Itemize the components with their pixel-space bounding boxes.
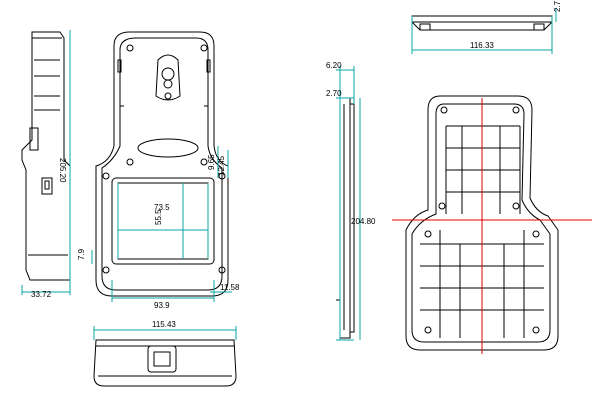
section-second-offset-label: 2.70 <box>326 89 342 98</box>
upper-gap-label: 9.65 <box>207 154 216 170</box>
top-thickness-label: 2.7 <box>553 0 562 12</box>
top-width-label: 116.33 <box>470 41 494 50</box>
upper-gap-2-label: 12.45 <box>217 155 226 176</box>
section-top-offset-label: 6.20 <box>326 61 342 70</box>
bottom-margin-label: 11.58 <box>220 283 240 292</box>
side-view-dimensions <box>21 30 71 295</box>
top-view-dimensions <box>411 8 557 54</box>
rear-view-centerlines <box>392 98 592 354</box>
side-height-label: 205.20 <box>58 158 67 183</box>
outer-width-label: 93.9 <box>154 301 170 310</box>
left-margin-label: 7.9 <box>77 248 86 260</box>
window-width-label: 73.5 <box>154 203 170 212</box>
section-height-label: 204.80 <box>351 217 376 226</box>
bottom-width-label: 115.43 <box>152 320 176 329</box>
front-view-dimensions <box>91 146 232 302</box>
bottom-view-dimensions <box>93 326 237 340</box>
side-depth-label: 33.72 <box>31 290 52 299</box>
bottom-view <box>93 339 237 387</box>
top-view <box>411 15 553 31</box>
side-view <box>21 31 71 281</box>
section-view-dimensions <box>336 66 361 341</box>
rear-view <box>405 95 559 351</box>
window-height-label: 55.5 <box>154 209 163 225</box>
